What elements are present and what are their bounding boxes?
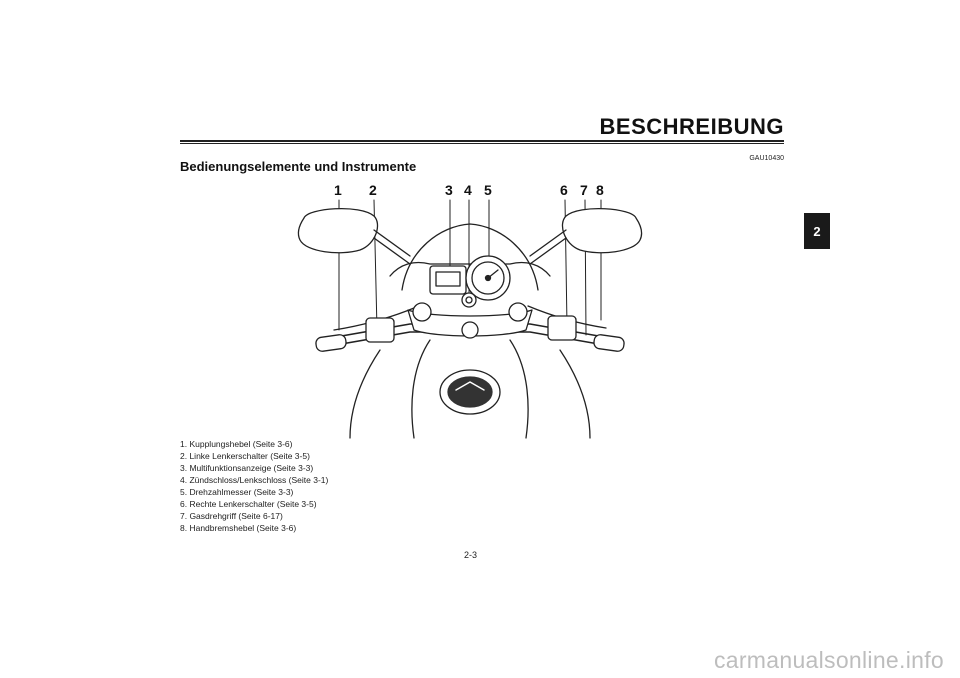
caption-item: 2. Linke Lenkerschalter (Seite 3-5) <box>180 451 310 461</box>
callout-6: 6 <box>560 182 568 198</box>
callout-3: 3 <box>445 182 453 198</box>
caption-item: 6. Rechte Lenkerschalter (Seite 3-5) <box>180 499 317 509</box>
triple-clamp <box>407 302 533 339</box>
right-switch-gear <box>547 315 577 341</box>
instrument-cluster <box>429 255 511 301</box>
right-mirror <box>529 207 643 265</box>
callout-1: 1 <box>334 182 342 198</box>
page-number: 2-3 <box>464 550 478 560</box>
header-rule <box>180 140 784 142</box>
fuel-tank <box>349 339 591 439</box>
callout-2: 2 <box>369 182 377 198</box>
figure-caption-list: 1. Kupplungshebel (Seite 3-6) 2. Linke L… <box>180 438 328 534</box>
caption-item: 8. Handbremshebel (Seite 3-6) <box>180 523 297 533</box>
chapter-tab[interactable]: 2 <box>804 213 830 249</box>
watermark: carmanualsonline.info <box>713 647 944 673</box>
ignition-switch <box>461 292 477 308</box>
left-switch-gear <box>365 317 395 343</box>
caption-item: 3. Multifunktionsanzeige (Seite 3-3) <box>180 463 314 473</box>
left-mirror <box>297 207 411 265</box>
caption-item: 7. Gasdrehgriff (Seite 6-17) <box>180 511 283 521</box>
caption-item: 4. Zündschloss/Lenkschloss (Seite 3-1) <box>180 475 329 485</box>
section-title: Bedienungselemente und Instrumente <box>180 159 417 174</box>
header-title: BESCHREIBUNG <box>599 114 784 139</box>
caption-item: 5. Drehzahlmesser (Seite 3-3) <box>180 487 294 497</box>
section-code: GAU10430 <box>749 155 784 162</box>
callout-7: 7 <box>580 182 588 198</box>
fairing-outline <box>401 223 539 291</box>
callout-5: 5 <box>484 182 492 198</box>
callout-4: 4 <box>464 182 472 198</box>
motorcycle-controls-illustration: 1 2 3 4 5 6 7 8 <box>297 182 643 439</box>
callout-8: 8 <box>596 182 604 198</box>
header-rule-thin <box>180 143 784 144</box>
caption-item: 1. Kupplungshebel (Seite 3-6) <box>180 439 293 449</box>
